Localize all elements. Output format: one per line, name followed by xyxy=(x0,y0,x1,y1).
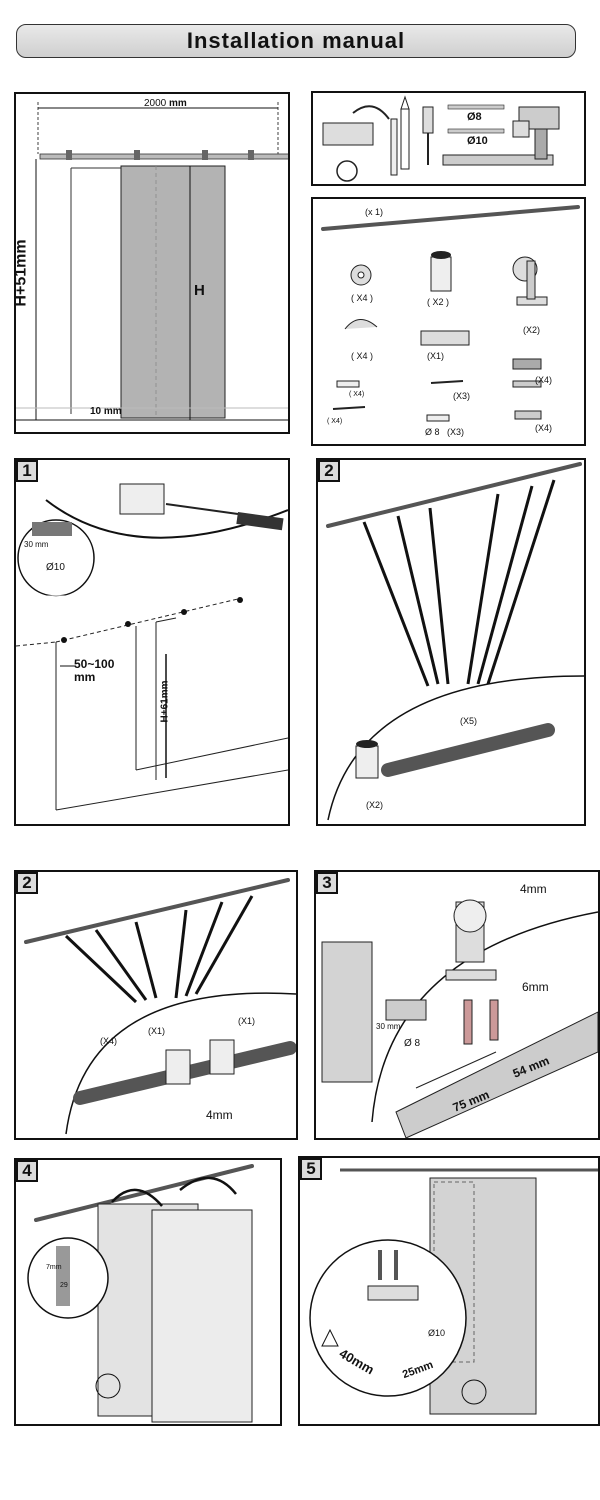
step-1-offset: 50~100 mm xyxy=(74,658,114,684)
step-2b-number: 2 xyxy=(16,872,38,894)
step-3-wrench-a: 4mm xyxy=(520,882,547,896)
drill-bit-10: Ø10 xyxy=(467,135,488,147)
part-anchor8-dia: Ø 8 xyxy=(425,427,440,437)
step-4-drawing xyxy=(27,1164,254,1423)
step-3-drill-dia: Ø 8 xyxy=(404,1038,421,1049)
step-2a-drawing xyxy=(326,462,585,821)
part-longscrew-qty: ( X4) xyxy=(327,418,343,425)
drill-bit-8: Ø8 xyxy=(467,111,482,123)
step-4-gap-a: 7mm xyxy=(46,1264,62,1271)
part-rail-qty: (x 1) xyxy=(365,207,383,217)
step-2a-count-b: (X2) xyxy=(366,800,384,810)
part-anchor-qty: ( X4) xyxy=(349,391,365,398)
height-label: H+51mm xyxy=(12,239,30,307)
door-height-label: H xyxy=(194,282,205,299)
width-unit: mm xyxy=(169,98,187,109)
tools-panel: Ø8 Ø10 xyxy=(311,91,586,186)
step-1-offset-value: 50~100 xyxy=(74,657,115,671)
step-1-drawing xyxy=(15,483,289,811)
step-1-drill-dia: Ø10 xyxy=(46,562,65,573)
part-roller-qty: (X2) xyxy=(523,325,541,335)
step-2b-count-a: (X4) xyxy=(100,1036,118,1046)
part-screw-qty: (X3) xyxy=(453,391,471,401)
step-4-number: 4 xyxy=(16,1160,38,1182)
width-value: 2000 xyxy=(144,98,167,109)
step-2a-count-a: (X5) xyxy=(460,716,478,726)
title-bar: Installation manual xyxy=(16,24,576,58)
step-5-panel: 5 Ø10 40mm 25mm xyxy=(298,1156,600,1426)
part-spacer-qty: (X4) xyxy=(535,375,553,385)
step-5-drawing xyxy=(309,1168,598,1415)
step-3-panel: 3 4mm 6mm 30 mm Ø 8 75 mm 54 mm xyxy=(314,870,600,1140)
step-1-panel: 1 30 mm Ø10 50~100 mm H+61mm xyxy=(14,458,290,826)
step-5-number: 5 xyxy=(300,1158,322,1180)
step-2a-panel: 2 (X5) (X2) xyxy=(316,458,586,826)
step-2b-drawing xyxy=(24,878,297,1135)
step-3-drill-depth: 30 mm xyxy=(376,1022,401,1031)
part-stopper-qty: ( X2 ) xyxy=(427,297,450,307)
step-3-number: 3 xyxy=(316,872,338,894)
step-2a-number: 2 xyxy=(318,460,340,482)
floor-gap-label: 10 mm xyxy=(90,406,122,417)
step-1-number: 1 xyxy=(16,460,38,482)
part-anchor8-qty: (X3) xyxy=(447,427,465,437)
step-5-dia: Ø10 xyxy=(428,1328,446,1338)
step-1-height: H+61mm xyxy=(159,680,171,723)
parts-drawing xyxy=(321,205,580,422)
step-2b-panel: 2 (X4) (X1) (X1) 4mm xyxy=(14,870,298,1140)
step-2b-wrench: 4mm xyxy=(206,1108,233,1122)
part-guide-qty: (X1) xyxy=(427,351,445,361)
overview-panel: 2000 mm H+51mm H 10 mm xyxy=(12,92,291,434)
step-1-drill-depth: 30 mm xyxy=(24,540,49,549)
part-bracket-qty: ( X4 ) xyxy=(351,351,374,361)
step-3-wrench-b: 6mm xyxy=(522,980,549,994)
step-4-panel: 4 7mm 29 xyxy=(14,1158,282,1426)
overview-drawing xyxy=(16,102,291,421)
step-2b-count-c: (X1) xyxy=(238,1016,256,1026)
parts-panel: (x 1) ( X4 ) ( X2 ) (X2) ( X4 ) (X1) (X4… xyxy=(311,197,586,446)
part-bolt-qty: (X4) xyxy=(535,423,553,433)
tools-drawing xyxy=(322,95,560,182)
step-2b-count-b: (X1) xyxy=(148,1026,166,1036)
part-washer-qty: ( X4 ) xyxy=(351,293,374,303)
manual-title: Installation manual xyxy=(186,28,406,53)
step-3-drawing xyxy=(321,899,599,1139)
step-4-gap-b: 29 xyxy=(60,1282,68,1289)
step-1-offset-unit: mm xyxy=(74,670,96,684)
width-label: 2000 mm xyxy=(144,98,187,109)
